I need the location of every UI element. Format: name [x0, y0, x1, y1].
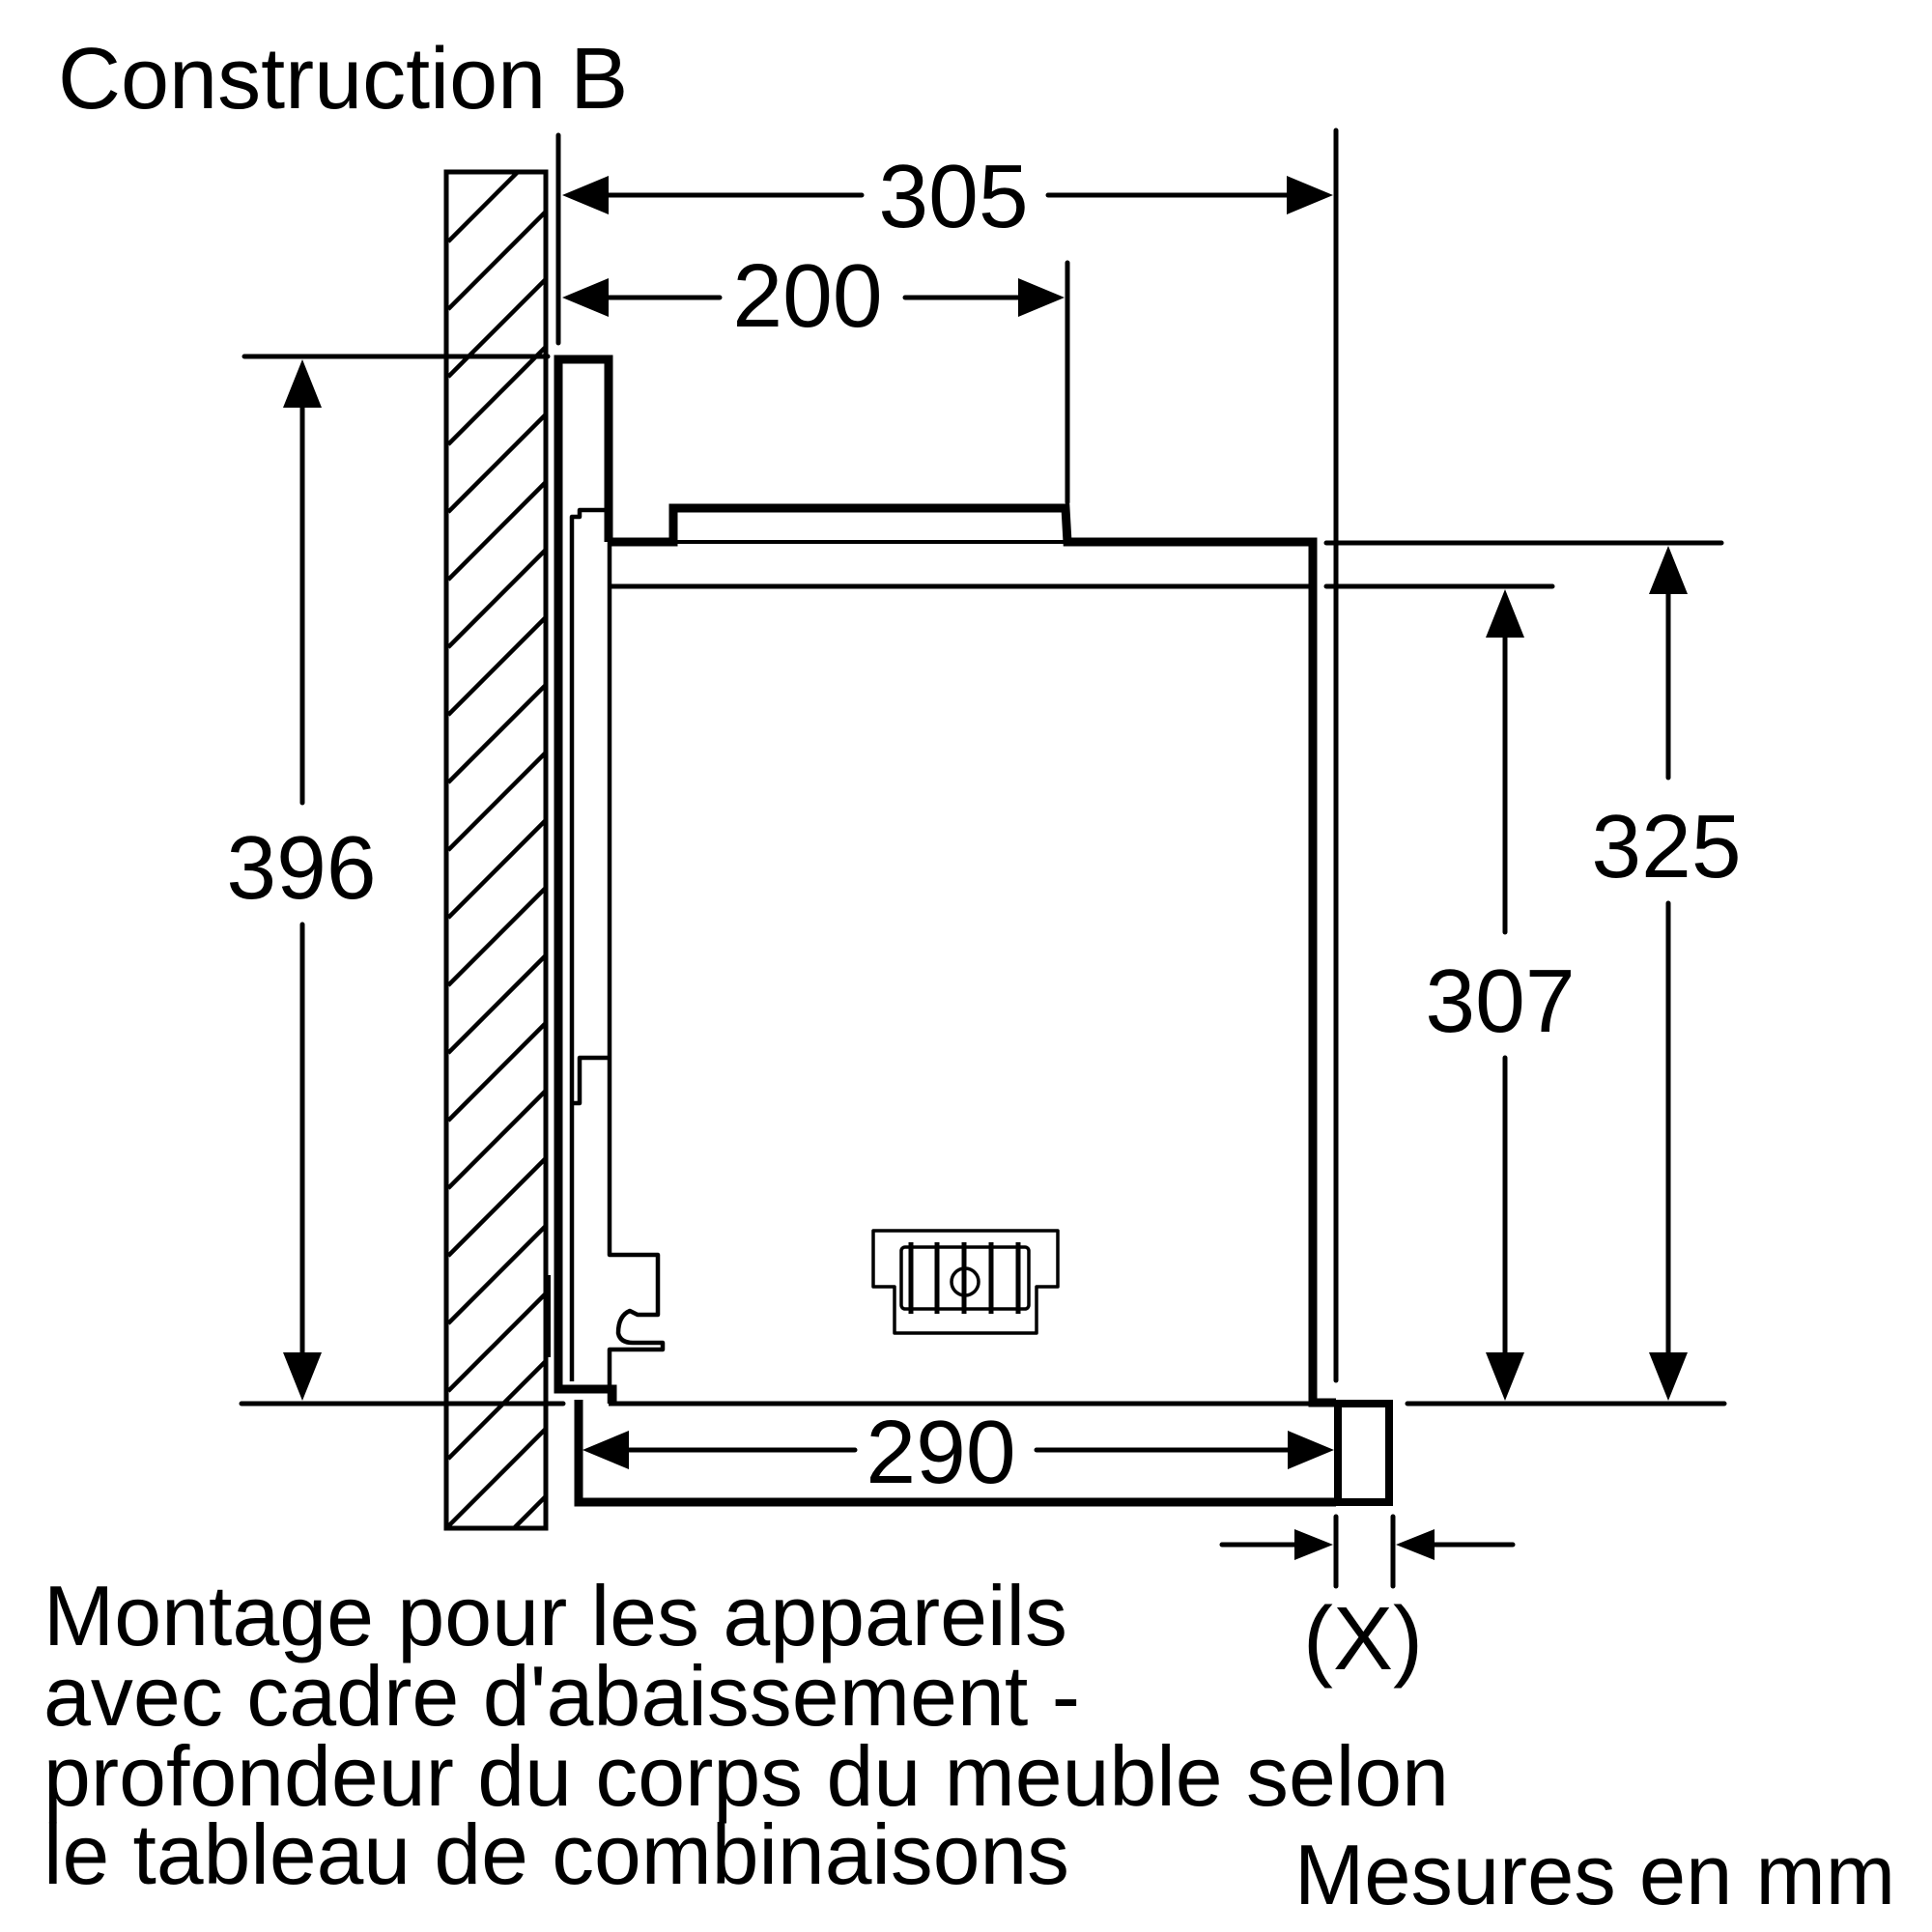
front-panel-inner	[569, 507, 609, 1381]
mounting-note: Montage pour les appareils avec cadre d'…	[43, 1568, 1449, 1902]
dimension-290: 290	[582, 1402, 1334, 1502]
body-top-outline	[609, 503, 1336, 1407]
wall-section	[443, 169, 549, 1531]
dimension-x-label: (X)	[1303, 1588, 1423, 1689]
note-line-2: avec cadre d'abaissement -	[43, 1648, 1080, 1744]
note-line-1: Montage pour les appareils	[43, 1568, 1067, 1663]
appliance-body	[607, 503, 1336, 1407]
front-panel-foot	[554, 1384, 617, 1404]
note-line-4: le tableau de combinaisons	[43, 1806, 1069, 1902]
dimension-305-label: 305	[878, 146, 1028, 246]
dimension-307: 307	[1425, 589, 1576, 1401]
connector-block-icon	[871, 1229, 1060, 1335]
dimension-325: 325	[1591, 546, 1742, 1401]
dimension-200: 200	[562, 245, 1065, 346]
wall-outline	[443, 169, 549, 1531]
front-panel-outline	[554, 355, 613, 1385]
front-panel	[554, 355, 617, 1404]
dimension-307-label: 307	[1425, 951, 1575, 1051]
dimension-x: (X)	[1219, 1529, 1516, 1689]
frame-outline	[574, 1400, 1336, 1507]
dimension-290-label: 290	[866, 1402, 1015, 1502]
diagram-title: Construction B	[58, 31, 628, 128]
wall-hatch	[448, 174, 544, 1526]
extension-lines	[239, 128, 1727, 1589]
note-line-3: profondeur du corps du meuble selon	[43, 1728, 1449, 1824]
body-left-wall	[607, 542, 666, 1404]
frame-end-box	[1334, 1400, 1393, 1506]
dimension-396-label: 396	[226, 817, 376, 918]
dimension-325-label: 325	[1591, 796, 1741, 896]
units-label: Mesures en mm	[1294, 1827, 1895, 1922]
dimension-305: 305	[562, 146, 1333, 246]
dimension-200-label: 200	[732, 245, 882, 346]
fixing-strip	[544, 1275, 551, 1357]
lowering-frame	[574, 1400, 1393, 1507]
front-panel-step	[572, 1055, 609, 1106]
dimension-396: 396	[226, 359, 377, 1401]
